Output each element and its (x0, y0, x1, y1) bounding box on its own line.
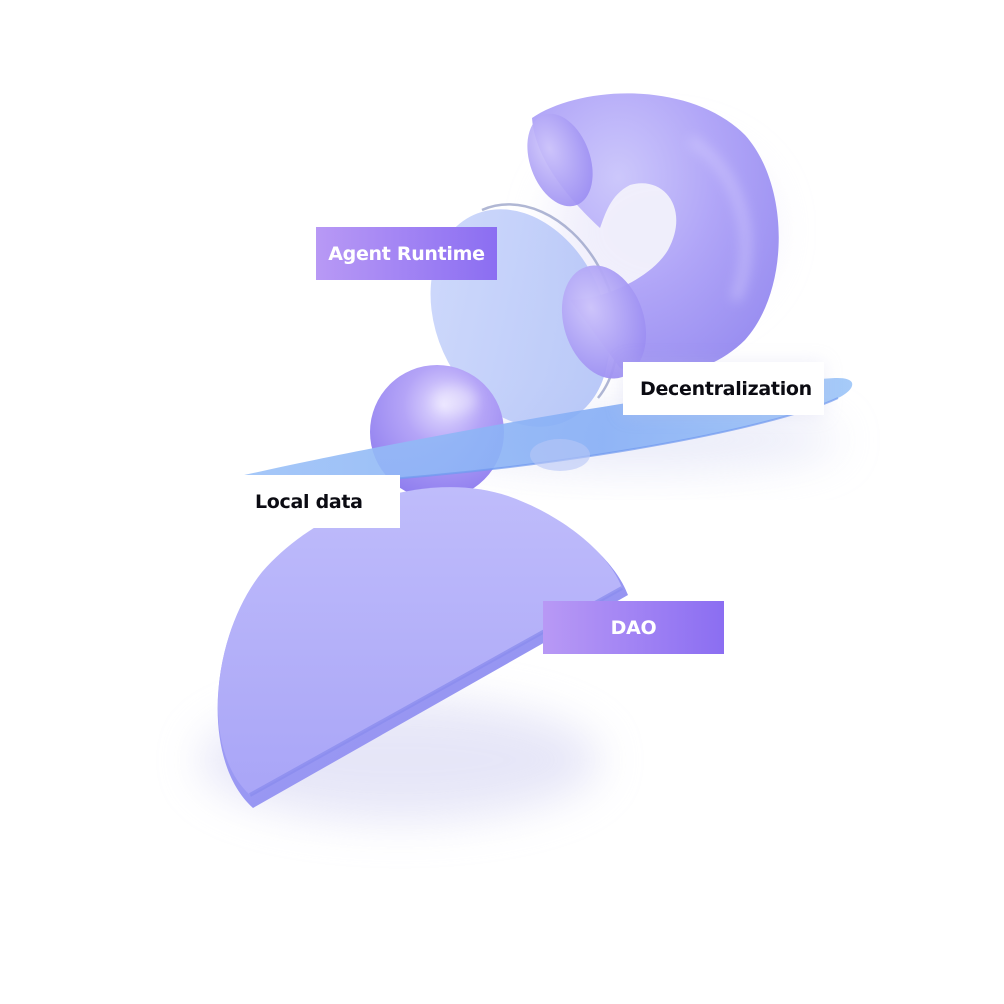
local-data-tag: Local data (219, 475, 400, 528)
agent-runtime-tag-bg (316, 227, 497, 280)
decentralization-tag: Decentralization (623, 362, 824, 415)
dao-tag-bg (543, 601, 724, 654)
torus-shape (527, 93, 779, 379)
agent-runtime-tag: Agent Runtime (328, 242, 485, 265)
dao-tag: DAO (610, 616, 657, 639)
